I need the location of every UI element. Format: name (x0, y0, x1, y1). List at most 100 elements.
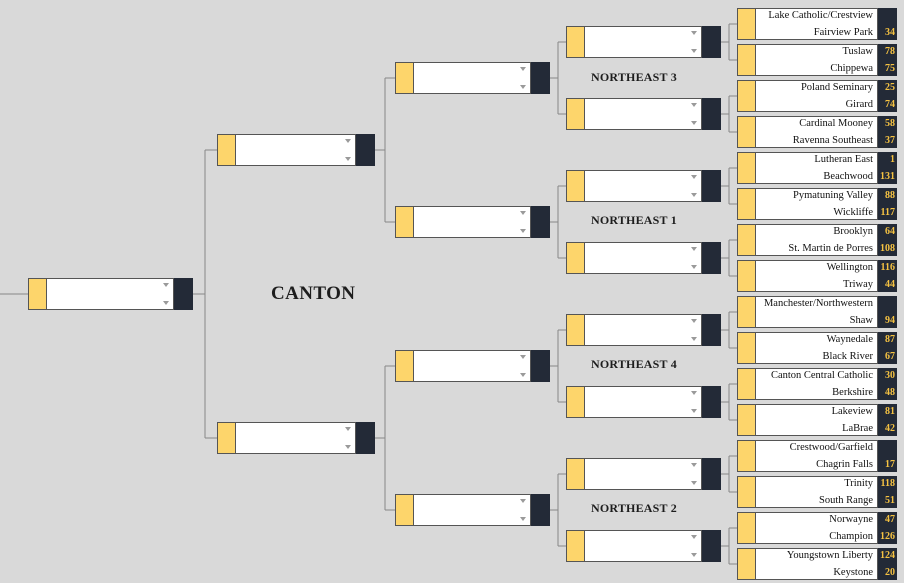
winner-select[interactable] (236, 134, 356, 166)
team-score: 108 (880, 243, 895, 254)
chevron-down-icon (691, 553, 697, 557)
team-name: Lakeview (831, 406, 873, 417)
region-label-northeast-2: NORTHEAST 2 (591, 501, 677, 515)
region-label-northeast-1: NORTHEAST 1 (591, 213, 677, 227)
round4-slot[interactable] (217, 422, 375, 454)
score-box (702, 26, 721, 58)
score-box (702, 530, 721, 562)
round2-slot[interactable] (566, 314, 721, 346)
team-name: Waynedale (826, 334, 873, 345)
chevron-down-icon (691, 481, 697, 485)
seed-box (737, 260, 756, 292)
team-name: Tuslaw (842, 46, 873, 57)
chevron-down-icon (691, 193, 697, 197)
team-score: 34 (885, 27, 895, 38)
seed-box (737, 152, 756, 184)
team-score: 75 (885, 63, 895, 74)
seed-box (566, 386, 585, 418)
final-slot[interactable] (28, 278, 193, 310)
winner-select[interactable] (585, 98, 702, 130)
seed-box (566, 26, 585, 58)
seed-box (566, 458, 585, 490)
round2-slot[interactable] (566, 530, 721, 562)
chevron-down-icon (520, 373, 526, 377)
winner-select[interactable] (414, 62, 531, 94)
round2-slot[interactable] (566, 242, 721, 274)
winner-select[interactable] (414, 494, 531, 526)
winner-select[interactable] (585, 386, 702, 418)
region-label-northeast-4: NORTHEAST 4 (591, 357, 677, 371)
team-score: 47 (885, 514, 895, 525)
winner-select[interactable] (414, 350, 531, 382)
team-name: Keystone (833, 567, 873, 578)
round2-slot[interactable] (566, 386, 721, 418)
round4-slot[interactable] (217, 134, 375, 166)
team-score: 116 (880, 262, 895, 273)
chevron-down-icon (691, 31, 697, 35)
round3-slot[interactable] (395, 62, 550, 94)
seed-box (737, 224, 756, 256)
team-name: Brooklyn (833, 226, 873, 237)
chevron-down-icon (163, 283, 169, 287)
team-name: Beachwood (823, 171, 873, 182)
round2-slot[interactable] (566, 98, 721, 130)
team-name: Triway (843, 279, 873, 290)
winner-select[interactable] (585, 242, 702, 274)
seed-box (737, 188, 756, 220)
round2-slot[interactable] (566, 458, 721, 490)
round2-slot[interactable] (566, 170, 721, 202)
chevron-down-icon (520, 499, 526, 503)
round2-slot[interactable] (566, 26, 721, 58)
seed-box (217, 134, 236, 166)
team-score: 44 (885, 279, 895, 290)
winner-select[interactable] (47, 278, 174, 310)
chevron-down-icon (691, 175, 697, 179)
winner-select[interactable] (585, 530, 702, 562)
score-box (531, 350, 550, 382)
team-score: 117 (880, 207, 895, 218)
winner-select[interactable] (585, 170, 702, 202)
team-name: Fairview Park (813, 27, 873, 38)
seed-box (737, 8, 756, 40)
team-name: Chagrin Falls (816, 459, 873, 470)
team-score: 30 (885, 370, 895, 381)
team-name: Lutheran East (814, 154, 873, 165)
team-score: 51 (885, 495, 895, 506)
winner-select[interactable] (585, 26, 702, 58)
score-box (356, 422, 375, 454)
chevron-down-icon (345, 139, 351, 143)
team-name: Ravenna Southeast (792, 135, 873, 146)
winner-select[interactable] (236, 422, 356, 454)
team-name: Chippewa (830, 63, 873, 74)
score-box (702, 458, 721, 490)
team-score: 67 (885, 351, 895, 362)
round3-slot[interactable] (395, 350, 550, 382)
winner-select[interactable] (414, 206, 531, 238)
team-score: 20 (885, 567, 895, 578)
score-box (174, 278, 193, 310)
team-name: Trinity (844, 478, 873, 489)
winner-select[interactable] (585, 458, 702, 490)
winner-select[interactable] (585, 314, 702, 346)
team-score: 1 (890, 154, 895, 165)
round3-slot[interactable] (395, 206, 550, 238)
seed-box (395, 494, 414, 526)
seed-box (737, 80, 756, 112)
round3-slot[interactable] (395, 494, 550, 526)
seed-box (737, 44, 756, 76)
